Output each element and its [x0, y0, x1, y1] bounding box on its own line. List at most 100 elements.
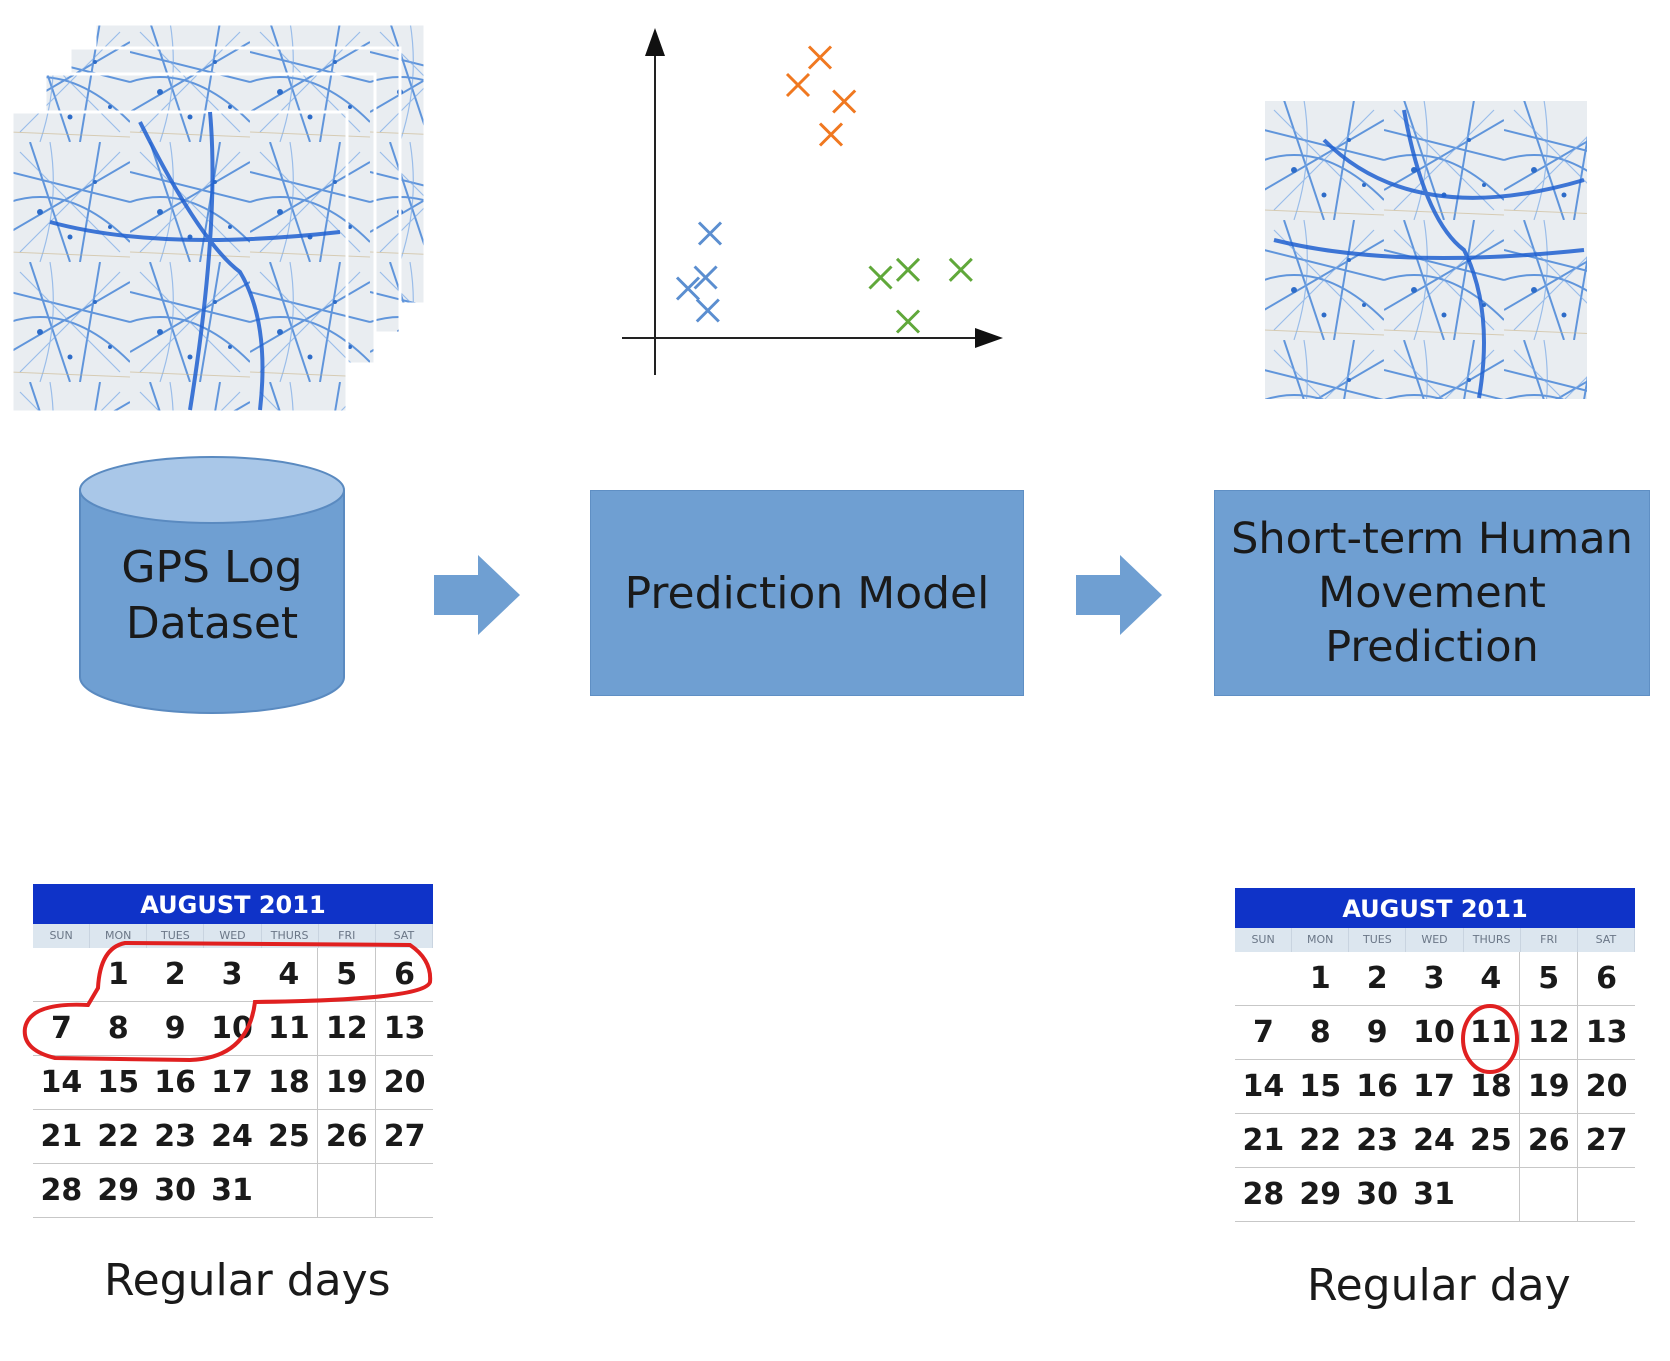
calendar-day: 22 [1299, 1123, 1342, 1158]
calendar-day: 21 [40, 1119, 83, 1154]
calendar-day: 26 [1519, 1114, 1577, 1167]
calendar-day: 1 [107, 957, 129, 992]
caption-regular-day: Regular day [1307, 1260, 1571, 1311]
weekday-label: THURS [262, 924, 319, 948]
calendar-title: AUGUST 2011 [33, 884, 433, 924]
output-label-line2: Movement Prediction [1318, 568, 1546, 672]
calendar-day: 13 [375, 1002, 433, 1055]
calendar-day: 16 [1356, 1069, 1399, 1104]
weekday-label: MON [90, 924, 148, 948]
dataset-label-line1: GPS Log [121, 542, 303, 593]
y-axis-arrow [645, 28, 665, 56]
calendar-day: 20 [1577, 1060, 1635, 1113]
calendar-day: 25 [1469, 1123, 1512, 1158]
calendar-day: 14 [1242, 1069, 1285, 1104]
gps-map-stack [10, 22, 427, 414]
weekday-label: TUES [147, 924, 205, 948]
calendar-day: 1 [1309, 961, 1331, 996]
calendar-day: 6 [375, 948, 433, 1001]
calendar-day: 5 [1519, 952, 1577, 1005]
calendar-day: 27 [1577, 1114, 1635, 1167]
calendar-day: 23 [1356, 1123, 1399, 1158]
cluster-scatter-plot [622, 28, 1003, 375]
calendar-day: 31 [1413, 1177, 1455, 1212]
calendar-day: 14 [40, 1065, 83, 1100]
calendar-day: 28 [40, 1173, 83, 1208]
arrow-right-icon [434, 555, 520, 635]
calendar-day: 20 [375, 1056, 433, 1109]
calendar-day: 18 [267, 1065, 310, 1100]
calendar-day: 2 [164, 957, 186, 992]
calendar-day: 18 [1469, 1069, 1512, 1104]
calendar-day: 13 [1577, 1006, 1635, 1059]
calendar-day: 23 [154, 1119, 197, 1154]
calendar-day [1577, 1168, 1635, 1221]
weekday-label: WED [1406, 928, 1464, 952]
output-label-line1: Short-term Human [1231, 514, 1633, 564]
prediction-model-label: Prediction Model [624, 567, 990, 619]
calendar-title: AUGUST 2011 [1235, 888, 1635, 928]
scatter-point [895, 257, 921, 282]
calendar-day: 29 [97, 1173, 140, 1208]
calendar-day: 7 [1252, 1015, 1274, 1050]
calendar-day: 9 [1366, 1015, 1388, 1050]
weekday-label: TUES [1349, 928, 1407, 952]
calendar-day: 30 [1356, 1177, 1399, 1212]
weekday-label: SUN [33, 924, 91, 948]
scatter-point [785, 72, 811, 98]
calendar-day [1519, 1168, 1577, 1221]
calendar-day: 12 [1519, 1006, 1577, 1059]
x-axis-arrow [975, 328, 1003, 348]
scatter-point [807, 45, 833, 70]
scatter-point [675, 276, 701, 301]
weekday-label: SAT [1578, 928, 1635, 952]
calendar-day: 3 [1423, 961, 1445, 996]
calendar-day: 24 [1413, 1123, 1455, 1158]
caption-regular-days: Regular days [104, 1255, 391, 1306]
weekday-label: MON [1292, 928, 1350, 952]
calendar-day: 28 [1242, 1177, 1285, 1212]
calendar-day: 21 [1242, 1123, 1285, 1158]
calendar-day: 15 [1299, 1069, 1342, 1104]
dataset-label-line2: Dataset [125, 598, 299, 649]
scatter-point [895, 309, 921, 334]
scatter-point [697, 221, 723, 246]
calendar-day: 8 [107, 1011, 129, 1046]
weekday-label: WED [204, 924, 262, 948]
arrow-right-icon [1076, 555, 1162, 635]
calendar-day: 26 [317, 1110, 375, 1163]
calendar-day: 16 [154, 1065, 197, 1100]
weekday-label: THURS [1464, 928, 1521, 952]
calendar-day: 24 [211, 1119, 253, 1154]
scatter-point [695, 298, 720, 323]
movement-prediction-box: Short-term Human Movement Prediction [1214, 490, 1650, 696]
calendar-day: 17 [211, 1065, 253, 1100]
scatter-point [818, 122, 844, 147]
calendar-day: 10 [1413, 1015, 1455, 1050]
calendar-day: 22 [97, 1119, 140, 1154]
calendar-day: 27 [375, 1110, 433, 1163]
calendar-day: 25 [267, 1119, 310, 1154]
weekday-label: SUN [1235, 928, 1293, 952]
calendar-day: 11 [1469, 1015, 1512, 1050]
weekday-label: SAT [376, 924, 433, 948]
weekday-label: FRI [319, 924, 376, 948]
database-cylinder [79, 456, 345, 714]
calendar-day [317, 1164, 375, 1217]
calendar-day: 30 [154, 1173, 197, 1208]
predicted-map [1265, 101, 1587, 399]
calendar-day: 7 [50, 1011, 72, 1046]
calendar-day: 19 [1519, 1060, 1577, 1113]
calendar-day: 19 [317, 1056, 375, 1109]
calendar-day: 6 [1577, 952, 1635, 1005]
